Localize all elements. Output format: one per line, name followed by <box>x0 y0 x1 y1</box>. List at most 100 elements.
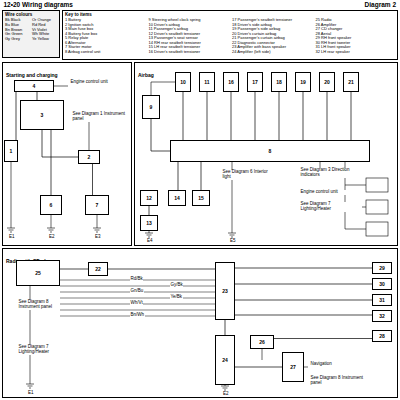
key-heading: Wire colours <box>5 12 57 17</box>
wire <box>235 300 372 301</box>
component-box: 29 <box>372 262 392 274</box>
callout-number: 31 <box>379 298 385 303</box>
note-text: Engine control unit <box>300 190 360 195</box>
diagram-title: Diagram 2 <box>365 1 396 8</box>
wire <box>327 92 328 140</box>
component-box: 22 <box>88 262 108 276</box>
callout-number: 21 <box>348 80 354 85</box>
callout-number: 30 <box>379 282 385 287</box>
wire-colour-code: Ye/Bk <box>170 295 183 300</box>
callout-number: 17 <box>252 80 258 85</box>
wire <box>235 284 372 285</box>
component-box: 30 <box>372 278 392 290</box>
component-box: 1 <box>4 140 18 162</box>
wire <box>92 164 93 195</box>
page-header: 12•20 Wiring diagrams <box>3 1 73 8</box>
colour-code: Ye Yellow <box>32 37 57 42</box>
callout-number: 2 <box>88 155 91 160</box>
key-heading: Key to items <box>65 12 395 17</box>
earth-symbol <box>145 233 236 237</box>
wire <box>30 286 308 386</box>
earth-label: E2 <box>49 235 56 240</box>
key-item: 16 Driver's seatbelt tensioner <box>149 50 229 54</box>
diagram-panel: Airbag98101116171819202112131415 <box>134 62 398 246</box>
component-box: 24 <box>215 335 235 385</box>
component-box: 11 <box>199 72 215 92</box>
component-box: 23 <box>215 262 235 320</box>
component-box: 8 <box>170 140 370 162</box>
component-box: 15 <box>192 190 210 206</box>
note-text: Navigation <box>310 362 350 367</box>
callout-number: 32 <box>379 314 385 319</box>
component-box: 3 <box>20 100 64 130</box>
earth-label: E2 <box>223 392 230 397</box>
note-text: See Diagram 8 Instrument panel <box>310 376 370 386</box>
relay-symbol <box>366 178 388 192</box>
note-text: See Diagram 7 Lighting/Heater <box>300 202 362 212</box>
wire <box>201 162 202 190</box>
callout-number: 9 <box>150 105 153 110</box>
wire-colour-key: Wire coloursBk BlackOr OrangeBu BlueRd R… <box>2 10 60 58</box>
wire <box>60 269 88 270</box>
callout-number: 12 <box>146 196 152 201</box>
callout-number: 16 <box>228 80 234 85</box>
wire <box>255 92 256 140</box>
wire <box>108 269 215 270</box>
earth-label: E1 <box>9 235 16 240</box>
earth-label: E1 <box>28 391 35 396</box>
earth-symbol <box>26 384 229 390</box>
wire <box>178 162 179 190</box>
panel-heading: Starting and charging <box>5 73 59 79</box>
wire <box>183 92 184 140</box>
earth-label: E3 <box>95 235 102 240</box>
earth-symbol <box>7 228 101 232</box>
colour-grid: Bk BlackOr OrangeBu BlueRd RedBn BrownVt… <box>5 18 57 41</box>
relay-symbol <box>366 200 388 214</box>
wire <box>351 92 352 140</box>
callout-number: 1 <box>10 149 13 154</box>
callout-number: 27 <box>290 365 296 370</box>
component-box: 9 <box>142 95 160 119</box>
wire <box>42 130 78 157</box>
component-box: 17 <box>247 72 263 92</box>
component-box: 4 <box>14 80 54 92</box>
wire-colour-code: Gn/Bu <box>130 289 144 294</box>
callout-number: 23 <box>222 289 228 294</box>
earth-label: E4 <box>147 239 154 244</box>
callout-number: 14 <box>174 196 180 201</box>
callout-number: 10 <box>180 80 186 85</box>
component-box: 2 <box>78 150 100 164</box>
key-item: 32 LH rear speaker <box>316 50 396 54</box>
callout-number: 18 <box>276 80 282 85</box>
earth-label: E5 <box>230 239 237 244</box>
wire <box>235 367 282 368</box>
callout-number: 19 <box>300 80 306 85</box>
wire-colour-code: Gy/Bk <box>170 283 183 288</box>
component-box: 19 <box>295 72 311 92</box>
wire <box>60 286 215 287</box>
component-box: 31 <box>372 294 392 306</box>
callout-number: 11 <box>204 80 209 85</box>
wire-colour-code: Rd/Bk <box>130 277 143 282</box>
callout-number: 24 <box>222 358 228 363</box>
callout-number: 3 <box>41 113 44 118</box>
note-text: See Diagram 3 Direction indicators <box>300 168 362 178</box>
key-item: 8 Airbag control unit <box>65 50 145 54</box>
note-text: See Diagram 1 Instrument panel <box>72 112 128 122</box>
note-text: See Diagram 7 Lighting/Heater <box>18 345 63 355</box>
note-text: Engine control unit <box>70 80 128 85</box>
callout-number: 20 <box>324 80 330 85</box>
callout-number: 7 <box>96 203 99 208</box>
component-box: 14 <box>168 190 186 206</box>
wire <box>274 338 372 339</box>
component-box: 16 <box>223 72 239 92</box>
wire <box>207 92 208 140</box>
key-to-items: Key to items1 Battery2 Ignition switch3 … <box>62 10 398 60</box>
wires <box>7 82 388 390</box>
component-box: 10 <box>175 72 191 92</box>
component-box: 25 <box>16 260 60 286</box>
component-box: 27 <box>282 352 304 382</box>
callout-number: 29 <box>379 266 385 271</box>
wire <box>151 119 170 151</box>
